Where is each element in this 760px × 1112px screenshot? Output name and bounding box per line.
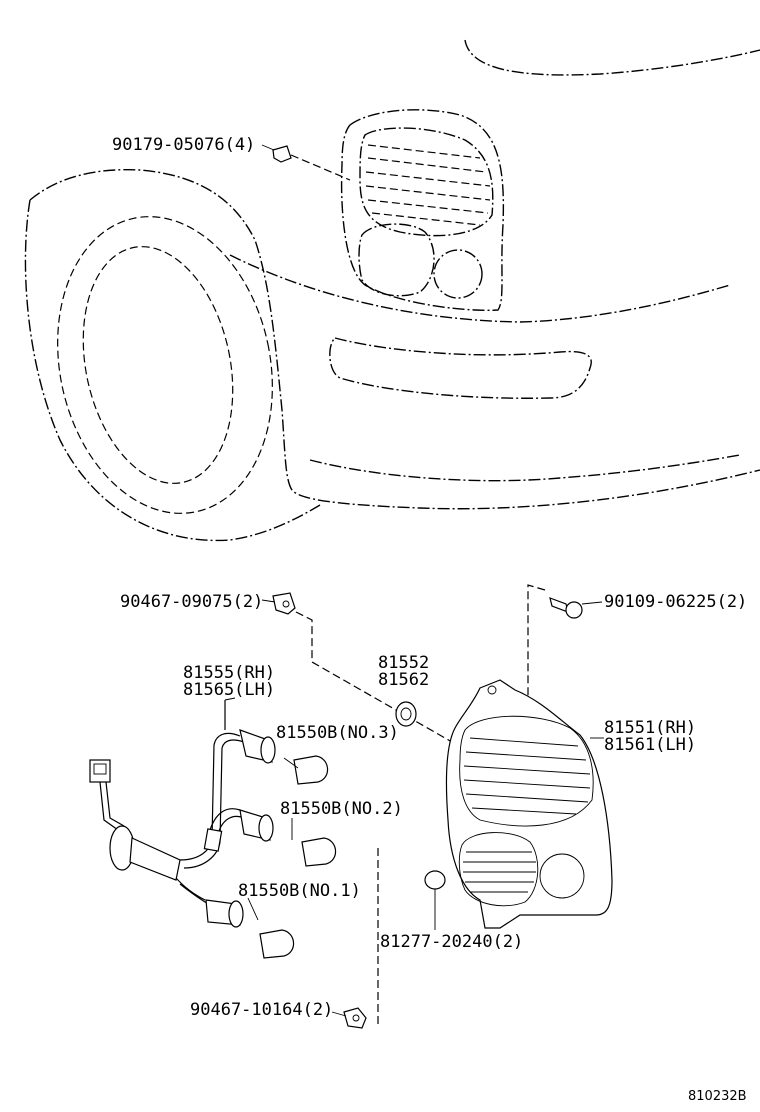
label-81555: 81555(RH) bbox=[183, 663, 275, 683]
label-90467-09075: 90467-09075(2) bbox=[120, 592, 263, 612]
vehicle-body-outline bbox=[24, 39, 760, 542]
grommet-81552 bbox=[395, 701, 417, 727]
label-81551: 81551(RH) bbox=[604, 718, 696, 738]
screw-90109 bbox=[527, 584, 603, 710]
label-81550b-no2: 81550B(NO.2) bbox=[280, 799, 403, 819]
label-81561: 81561(LH) bbox=[604, 735, 696, 755]
bulb-no2 bbox=[291, 818, 337, 867]
bulb-no3 bbox=[283, 755, 329, 785]
label-81552: 81552 bbox=[378, 653, 429, 673]
cushion-81277 bbox=[424, 870, 446, 930]
label-81550b-no1: 81550B(NO.1) bbox=[238, 881, 361, 901]
installed-rear-lamp bbox=[340, 109, 505, 312]
label-81550b-no3: 81550B(NO.3) bbox=[276, 723, 399, 743]
rear-bumper-reflector bbox=[329, 337, 592, 399]
rear-lamp-assembly bbox=[445, 679, 613, 929]
clip-90467-09075 bbox=[261, 592, 453, 743]
clip-90467-10164 bbox=[331, 848, 379, 1029]
bulb-no1 bbox=[247, 897, 295, 959]
label-81565: 81565(LH) bbox=[183, 680, 275, 700]
wheel-arch bbox=[57, 216, 273, 514]
label-81277: 81277-20240(2) bbox=[380, 932, 523, 952]
label-90109: 90109-06225(2) bbox=[604, 592, 747, 612]
clip-90179 bbox=[261, 144, 351, 181]
label-90467-10164: 90467-10164(2) bbox=[190, 1000, 333, 1020]
figure-code: 810232B bbox=[688, 1089, 747, 1104]
lamp-socket-wiring bbox=[89, 697, 276, 928]
label-90179: 90179-05076(4) bbox=[112, 135, 255, 155]
label-81562: 81562 bbox=[378, 670, 429, 690]
